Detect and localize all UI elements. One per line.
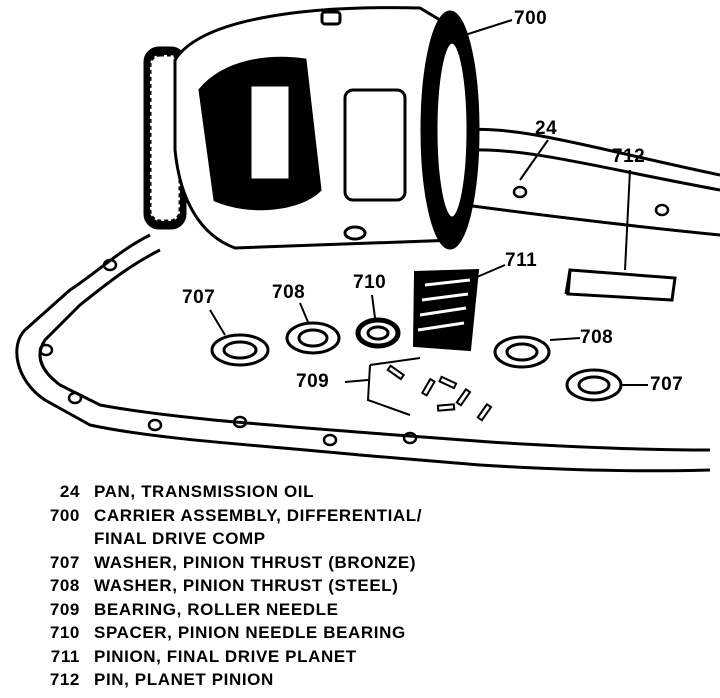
legend-description: PIN, PLANET PINION bbox=[94, 670, 274, 689]
callout-709: 709 bbox=[296, 371, 330, 392]
legend-row: FINAL DRIVE COMP bbox=[18, 527, 698, 551]
legend-row: 700 CARRIER ASSEMBLY, DIFFERENTIAL/ bbox=[18, 504, 698, 528]
legend-number: 24 bbox=[59, 482, 80, 501]
legend-description: PINION, FINAL DRIVE PLANET bbox=[94, 646, 357, 666]
legend-description: WASHER, PINION THRUST (STEEL) bbox=[94, 576, 399, 595]
legend-number: 700 bbox=[49, 505, 80, 525]
legend-description: WASHER, PINION THRUST (BRONZE) bbox=[94, 552, 417, 572]
legend-description: BEARING, ROLLER NEEDLE bbox=[94, 599, 339, 619]
legend-number: 712 bbox=[49, 670, 80, 689]
legend-row: 711 PINION, FINAL DRIVE PLANET bbox=[18, 645, 698, 669]
legend-number: 707 bbox=[49, 552, 80, 572]
roller-needle-bearings bbox=[366, 357, 493, 422]
legend-number: 711 bbox=[50, 646, 80, 666]
callout-710: 710 bbox=[353, 272, 387, 293]
legend-description: PAN, TRANSMISSION OIL bbox=[94, 482, 315, 501]
legend-row: 712 PIN, PLANET PINION bbox=[18, 668, 698, 692]
thrust-washers bbox=[210, 317, 623, 402]
legend-number: 708 bbox=[49, 576, 80, 595]
callout-707-right: 707 bbox=[650, 374, 684, 395]
legend-number: 710 bbox=[49, 623, 80, 642]
exploded-diagram bbox=[15, 6, 720, 473]
legend-number: 709 bbox=[49, 599, 80, 619]
callout-24: 24 bbox=[535, 118, 558, 139]
legend-row: 707 WASHER, PINION THRUST (BRONZE) bbox=[18, 551, 698, 575]
carrier-assembly bbox=[143, 6, 480, 250]
callout-708-left: 708 bbox=[272, 282, 306, 303]
planet-pinion-pin bbox=[564, 268, 677, 302]
callout-712: 712 bbox=[612, 146, 646, 167]
leader-lines bbox=[209, 19, 648, 386]
callout-700: 700 bbox=[514, 8, 548, 29]
callout-708-right: 708 bbox=[580, 327, 614, 348]
legend-description: CARRIER ASSEMBLY, DIFFERENTIAL/ bbox=[94, 505, 423, 525]
legend-row: 710 SPACER, PINION NEEDLE BEARING bbox=[18, 621, 698, 645]
legend-row: 24 PAN, TRANSMISSION OIL bbox=[18, 480, 698, 504]
legend-row: 709 BEARING, ROLLER NEEDLE bbox=[18, 598, 698, 622]
callout-707-left: 707 bbox=[182, 287, 216, 308]
legend-row: 708 WASHER, PINION THRUST (STEEL) bbox=[18, 574, 698, 598]
pan-bolt-holes bbox=[38, 185, 670, 447]
legend-description: SPACER, PINION NEEDLE BEARING bbox=[94, 623, 406, 642]
callout-711: 711 bbox=[505, 250, 538, 271]
legend-number bbox=[18, 527, 94, 551]
parts-legend: 24 PAN, TRANSMISSION OIL 700 CARRIER ASS… bbox=[18, 480, 698, 692]
transmission-oil-pan bbox=[15, 127, 720, 473]
final-drive-planet-pinion bbox=[412, 268, 480, 352]
legend-description: FINAL DRIVE COMP bbox=[94, 529, 266, 548]
